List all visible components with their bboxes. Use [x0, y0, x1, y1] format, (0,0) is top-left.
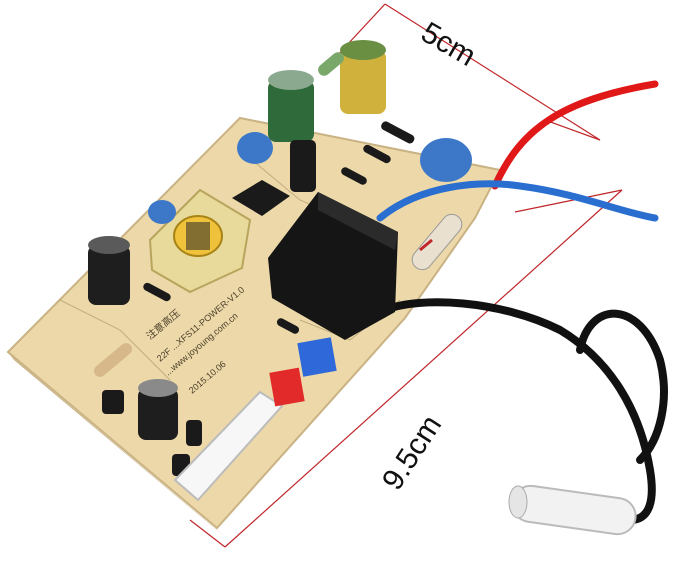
power-resistor [411, 213, 463, 271]
electrolytic-capacitors [88, 40, 386, 440]
connectors [173, 337, 337, 502]
blue-wire [376, 180, 659, 222]
relay [268, 192, 398, 340]
pcb-board [6, 116, 502, 537]
diodes [143, 121, 415, 334]
sensor-cable [381, 298, 668, 524]
transistors [102, 390, 202, 476]
red-wire [491, 80, 659, 190]
resistors [93, 52, 344, 377]
ic-chip [232, 180, 290, 216]
temperature-probe [508, 484, 637, 536]
dimension-lines [189, 3, 623, 548]
ceramic-capacitors [148, 132, 472, 224]
